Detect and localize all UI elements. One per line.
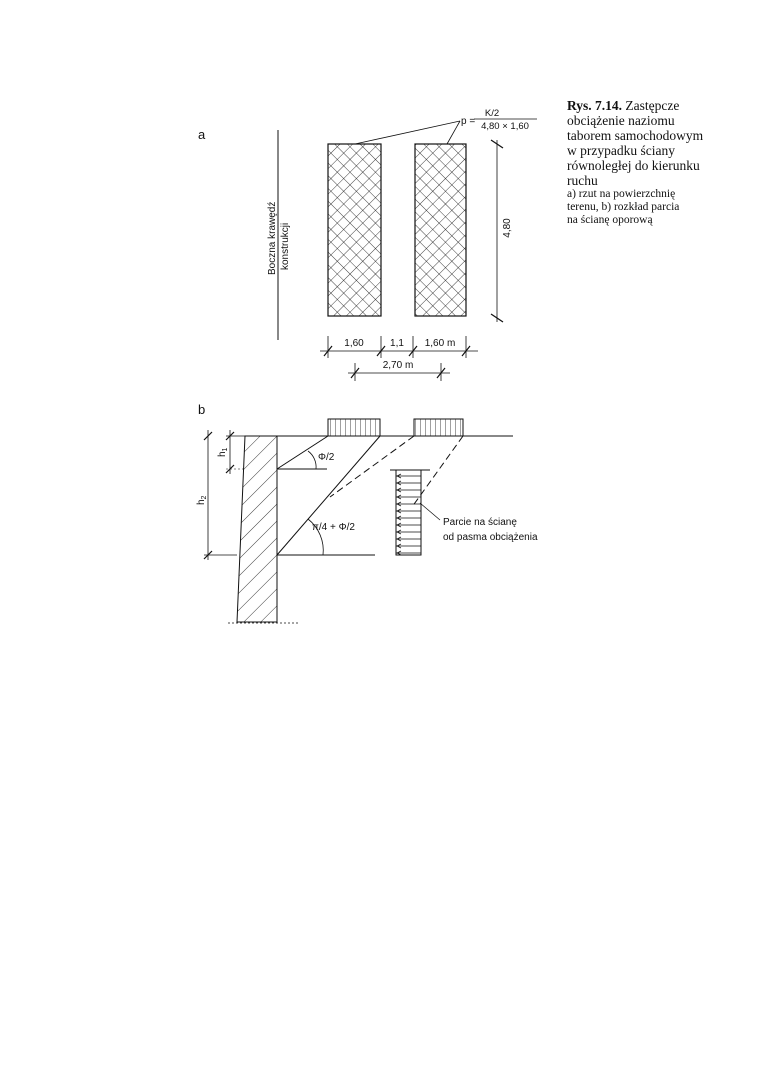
load-strip-left (327, 143, 382, 317)
caption-title-line: obciążenie naziomu (567, 113, 675, 128)
panel-a-label: a (198, 127, 206, 142)
caption-number: Rys. 7.14. (567, 98, 623, 113)
load-strip-right (414, 143, 467, 317)
dim-width2: 1,60 m (425, 338, 456, 349)
arrowhead (396, 522, 402, 528)
angle-phi-half: Φ/2 (318, 452, 335, 463)
load-block-left (327, 418, 381, 437)
caption-sub-line: na ścianę oporową (567, 214, 653, 226)
caption-sub-line: a) rzut na powierzchnię (567, 188, 676, 200)
pressure-label-line2: od pasma obciążenia (443, 532, 538, 543)
arrowhead (396, 550, 402, 556)
caption-title-line: ruchu (567, 173, 598, 188)
arrowhead (396, 515, 402, 521)
arrowhead (396, 501, 402, 507)
formula-numerator: K/2 (485, 108, 499, 119)
retaining-wall (236, 435, 278, 623)
h1-label: h1 (217, 447, 229, 457)
edge-label-line2: konstrukcji (280, 223, 291, 270)
figure-caption: Rys. 7.14. Zastępcze obciążenie naziomu … (567, 98, 747, 227)
arrowhead (396, 480, 402, 486)
formula-p: p = (461, 116, 475, 127)
caption-sub-line: terenu, b) rozkład parcia (567, 201, 680, 213)
panel-b-label: b (198, 402, 205, 417)
edge-label-line1: Boczna krawędź (267, 202, 278, 275)
caption-title-line: w przypadku ściany (567, 143, 675, 158)
dim-width1: 1,60 (344, 338, 364, 349)
caption-title-line: równoległej do kierunku (567, 158, 700, 173)
arrowhead (396, 529, 402, 535)
pressure-label-line1: Parcie na ścianę (443, 517, 517, 528)
arrowhead (396, 494, 402, 500)
arrowhead (396, 543, 402, 549)
dim-height: 4,80 (502, 218, 513, 238)
arrowhead (396, 536, 402, 542)
arrowhead (396, 508, 402, 514)
pressure-diagram (395, 469, 422, 556)
arrowhead (396, 473, 402, 479)
caption-title-line: Zastępcze (625, 98, 680, 113)
angle-pi4-phi2: π/4 + Φ/2 (312, 522, 355, 533)
dim-gap: 1,1 (390, 338, 404, 349)
load-block-right (413, 418, 464, 437)
dim-axis: 2,70 m (383, 360, 414, 371)
caption-title-line: taborem samochodowym (567, 128, 704, 143)
formula-denominator: 4,80 × 1,60 (481, 121, 529, 132)
arrowhead (396, 487, 402, 493)
h2-label: h2 (196, 495, 208, 505)
